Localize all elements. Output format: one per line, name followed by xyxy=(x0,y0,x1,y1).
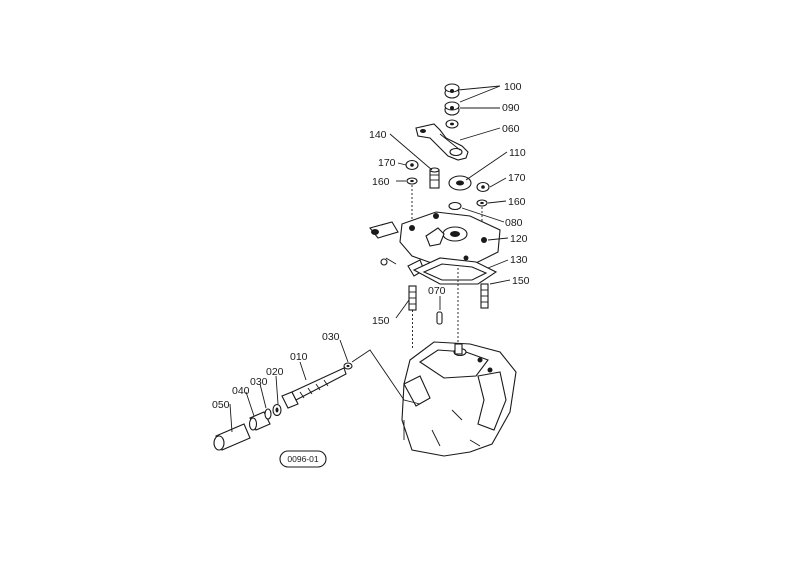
washer-160-left xyxy=(406,177,418,185)
washer-top xyxy=(445,119,459,129)
gasket-130 xyxy=(412,257,498,285)
label-160-right: 160 xyxy=(508,196,526,208)
bolt-140 xyxy=(429,167,440,189)
label-160-left: 160 xyxy=(372,176,390,188)
label-060: 060 xyxy=(502,123,520,135)
label-170-left: 170 xyxy=(378,157,396,169)
stud-150-left xyxy=(408,285,417,350)
top-nut-100 xyxy=(444,83,460,99)
label-030-top: 030 xyxy=(322,331,340,343)
label-020: 020 xyxy=(266,366,284,378)
label-070: 070 xyxy=(428,285,446,297)
label-050: 050 xyxy=(212,399,230,411)
cap-050 xyxy=(213,423,251,451)
label-010: 010 xyxy=(290,351,308,363)
nut-170-left xyxy=(405,159,419,171)
label-080: 080 xyxy=(505,217,523,229)
key-070 xyxy=(436,311,443,325)
cover-120 xyxy=(369,211,501,277)
drawing-code: 0096-01 xyxy=(287,454,318,464)
label-030-bottom: 030 xyxy=(250,376,268,388)
ring-030b xyxy=(264,408,272,420)
label-120: 120 xyxy=(510,233,528,245)
label-150-left: 150 xyxy=(372,315,390,327)
shaft-010 xyxy=(281,367,347,409)
o-ring-080 xyxy=(448,201,462,211)
label-130: 130 xyxy=(510,254,528,266)
pin-030a xyxy=(343,362,353,370)
lever-060 xyxy=(415,123,469,161)
label-040: 040 xyxy=(232,385,250,397)
washer-160-right xyxy=(476,199,488,207)
washer-110 xyxy=(448,175,472,191)
nut-170-right xyxy=(476,181,490,193)
label-140: 140 xyxy=(369,129,387,141)
ring-020 xyxy=(272,403,282,417)
label-090: 090 xyxy=(502,102,520,114)
label-110: 110 xyxy=(509,147,526,159)
label-100: 100 xyxy=(504,81,522,93)
label-170-right: 170 xyxy=(508,172,526,184)
label-150-right: 150 xyxy=(512,275,530,287)
stud-150-right xyxy=(480,283,489,309)
drawing-code-badge: 0096-01 xyxy=(279,450,327,468)
housing xyxy=(401,341,517,457)
nut-090 xyxy=(444,101,460,116)
